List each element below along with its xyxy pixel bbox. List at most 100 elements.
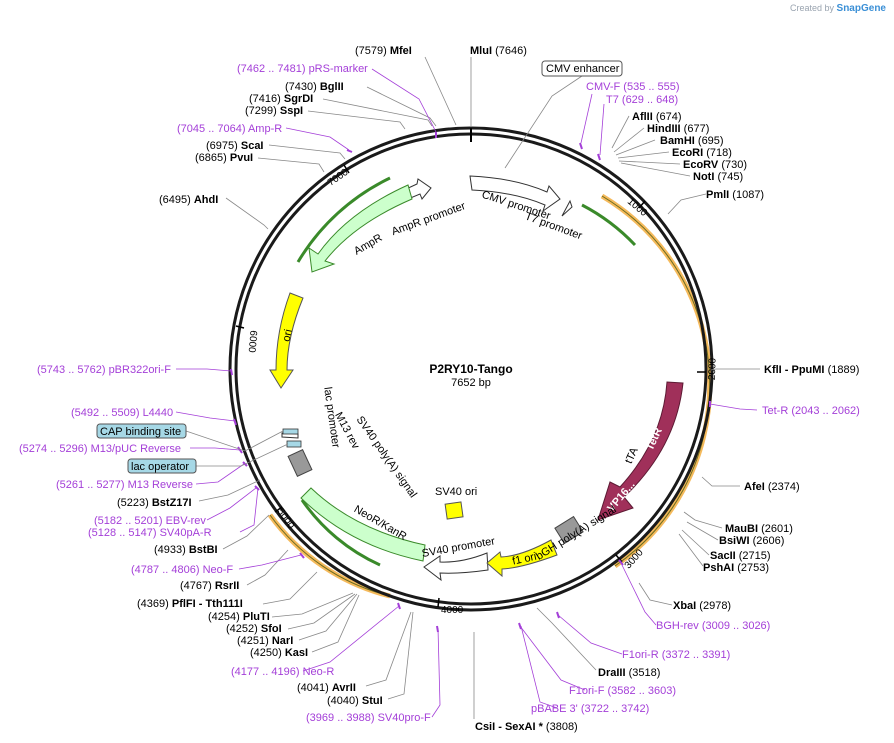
primer-range: (3372 .. 3391) [662, 649, 731, 661]
primer-name: Amp-R [248, 123, 282, 135]
enzyme-name: AvrII [332, 682, 356, 694]
svg-text:(5223) BstZ17I: (5223) BstZ17I [117, 497, 192, 509]
enzyme-pos: (4767) [180, 580, 212, 592]
enzyme-sfoi[interactable]: (4252) SfoI [226, 623, 282, 635]
primer-neof[interactable]: (4787 .. 4806) Neo-F [131, 564, 233, 576]
primer-range: (7045 .. 7064) [177, 123, 246, 135]
boxed-lac-operator[interactable]: lac operator [127, 458, 197, 474]
enzyme-pos: (4254) [208, 611, 240, 623]
primer-ampr[interactable]: (7045 .. 7064) Amp-R [177, 123, 282, 135]
enzyme-name: BsiWI [719, 535, 750, 547]
primer-neor[interactable]: (4177 .. 4196) Neo-R [231, 666, 334, 678]
primer-f1orir[interactable]: F1ori-R (3372 .. 3391) [622, 649, 730, 661]
primer-bgh[interactable]: BGH-rev (3009 .. 3026) [656, 620, 770, 632]
enzyme-kfli[interactable]: KflI - PpuMI (1889) [764, 364, 859, 376]
plasmid-size: 7652 bp [451, 377, 491, 389]
enzyme-bsiwi[interactable]: BsiWI (2606) [719, 535, 784, 547]
svg-text:(4369) PflFI - Tth111I: (4369) PflFI - Tth111I [137, 598, 243, 610]
enzyme-bamhi[interactable]: BamHI (695) [660, 135, 724, 147]
enzyme-csii[interactable]: CsiI - SexAI * (3808) [475, 721, 578, 733]
enzyme-ecori[interactable]: EcoRI (718) [672, 147, 732, 159]
enzyme-pos: (674) [656, 111, 682, 123]
svg-text:XbaI (2978): XbaI (2978) [673, 600, 731, 612]
enzyme-pos: (2715) [739, 550, 771, 562]
primer-name: Neo-F [203, 564, 234, 576]
enzyme-pvui[interactable]: (6865) PvuI [195, 152, 253, 164]
enzyme-name: HindIII [647, 123, 681, 135]
enzyme-hindiii[interactable]: HindIII (677) [647, 123, 709, 135]
svg-text:PshAI (2753): PshAI (2753) [703, 562, 769, 574]
enzyme-ecorv[interactable]: EcoRV (730) [683, 159, 747, 171]
enzyme-pshai[interactable]: PshAI (2753) [703, 562, 769, 574]
enzyme-bstbi[interactable]: (4933) BstBI [154, 544, 218, 556]
enzyme-pos: (745) [717, 171, 743, 183]
enzyme-sgrdi[interactable]: (7416) SgrDI [249, 93, 313, 105]
enzyme-pos: (3808) [546, 721, 578, 733]
enzyme-pflfi[interactable]: (4369) PflFI - Tth111I [137, 598, 243, 610]
svg-text:KflI - PpuMI (1889): KflI - PpuMI (1889) [764, 364, 859, 376]
boxed-cmv-enhancer[interactable]: CMV enhancer [541, 60, 623, 77]
enzyme-noti[interactable]: NotI (745) [693, 171, 743, 183]
enzyme-mlui[interactable]: MluI (7646) [470, 45, 527, 57]
enzyme-ahdi[interactable]: (6495) AhdI [159, 194, 218, 206]
enzyme-pluti[interactable]: (4254) PluTI [208, 611, 270, 623]
primer-l4440[interactable]: (5492 .. 5509) L4440 [71, 407, 173, 419]
enzyme-xbai[interactable]: XbaI (2978) [673, 600, 731, 612]
enzyme-avrii[interactable]: (4041) AvrII [297, 682, 356, 694]
ruler-4000: 4000 [441, 605, 464, 616]
primer-prs[interactable]: (7462 .. 7481) pRS-marker [237, 63, 368, 75]
svg-text:BamHI (695): BamHI (695) [660, 135, 724, 147]
enzyme-pos: (2753) [737, 562, 769, 574]
primer-sv40pro[interactable]: (3969 .. 3988) SV40pro-F [306, 712, 431, 724]
enzyme-sspi[interactable]: (7299) SspI [245, 105, 303, 117]
primer-range: (4177 .. 4196) [231, 666, 300, 678]
enzyme-bstz17i[interactable]: (5223) BstZ17I [117, 497, 192, 509]
enzyme-rsrii[interactable]: (4767) RsrII [180, 580, 239, 592]
svg-text:EcoRV (730): EcoRV (730) [683, 159, 747, 171]
primer-pbr[interactable]: (5743 .. 5762) pBR322ori-F [37, 364, 171, 376]
primer-sv40pa[interactable]: (5128 .. 5147) SV40pA-R [88, 527, 212, 539]
primer-m13puc[interactable]: (5274 .. 5296) M13/pUC Reverse [19, 443, 181, 455]
enzyme-stui[interactable]: (4040) StuI [327, 695, 383, 707]
primer-name: Neo-R [303, 666, 335, 678]
enzyme-name: AhdI [194, 194, 218, 206]
primer-f1orif[interactable]: F1ori-F (3582 .. 3603) [569, 685, 676, 697]
enzyme-pos: (4251) [237, 635, 269, 647]
sv40-polya-block [287, 448, 313, 478]
enzyme-pos: (2606) [753, 535, 785, 547]
enzyme-kasi[interactable]: (4250) KasI [250, 647, 308, 659]
primer-name: EBV-rev [166, 515, 207, 527]
primer-range: (3582 .. 3603) [608, 685, 677, 697]
enzyme-pos: (4933) [154, 544, 186, 556]
primer-m13rev[interactable]: (5261 .. 5277) M13 Reverse [56, 479, 193, 491]
boxed-cap-binding-site[interactable]: CAP binding site [96, 423, 187, 439]
enzyme-pmli[interactable]: PmlI (1087) [706, 189, 764, 201]
enzyme-pos: (2978) [699, 600, 731, 612]
enzyme-pos: (7646) [495, 45, 527, 57]
enzyme-aflii[interactable]: AflII (674) [632, 111, 682, 123]
enzyme-name: StuI [362, 695, 383, 707]
enzyme-maubi[interactable]: MauBI (2601) [725, 523, 793, 535]
svg-text:(6495) AhdI: (6495) AhdI [159, 194, 218, 206]
enzyme-name: PmlI [706, 189, 729, 201]
enzyme-mfei[interactable]: (7579) MfeI [355, 45, 412, 57]
enzyme-name: NarI [272, 635, 293, 647]
enzyme-afei[interactable]: AfeI (2374) [744, 481, 800, 493]
enzyme-pos: (7299) [245, 105, 277, 117]
enzyme-sacii[interactable]: SacII (2715) [710, 550, 771, 562]
neor-arrow [300, 487, 426, 562]
orf-arc-bottom-left [300, 499, 381, 567]
primer-ebv[interactable]: (5182 .. 5201) EBV-rev [94, 515, 206, 527]
primer-name: pBR322ori-F [109, 364, 172, 376]
lac-operator-block [286, 440, 302, 448]
primer-pbabe[interactable]: pBABE 3' (3722 .. 3742) [531, 703, 649, 715]
primer-tetr[interactable]: Tet-R (2043 .. 2062) [762, 405, 860, 417]
enzyme-bglii[interactable]: (7430) BglII [285, 81, 344, 93]
svg-text:CsiI - SexAI * (3808): CsiI - SexAI * (3808) [475, 721, 578, 733]
primer-cmvf[interactable]: CMV-F (535 .. 555) [586, 81, 680, 93]
enzyme-nari[interactable]: (4251) NarI [237, 635, 293, 647]
enzyme-draiii[interactable]: DraIII (3518) [598, 667, 660, 679]
svg-text:(4251) NarI: (4251) NarI [237, 635, 293, 647]
primer-t7[interactable]: T7 (629 .. 648) [606, 94, 678, 106]
enzyme-scai[interactable]: (6975) ScaI [206, 140, 264, 152]
